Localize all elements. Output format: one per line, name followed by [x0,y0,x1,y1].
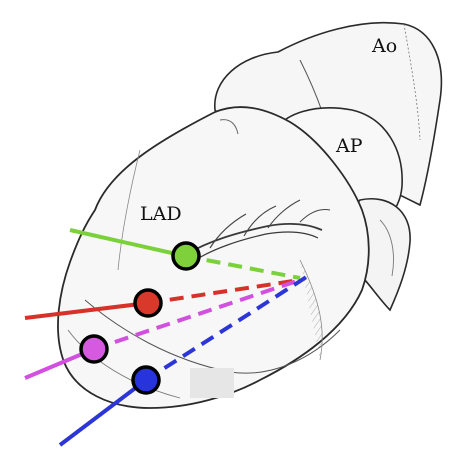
label-ap: AP [335,135,363,157]
magenta-marker [81,336,107,362]
label-lad: LAD [140,203,182,225]
label-ao: Ao [371,35,397,57]
ventricle-drawing [58,107,369,408]
blue-marker [133,367,159,393]
occlusion-patch [190,368,234,398]
green-marker [173,243,199,269]
red-marker [135,290,161,316]
